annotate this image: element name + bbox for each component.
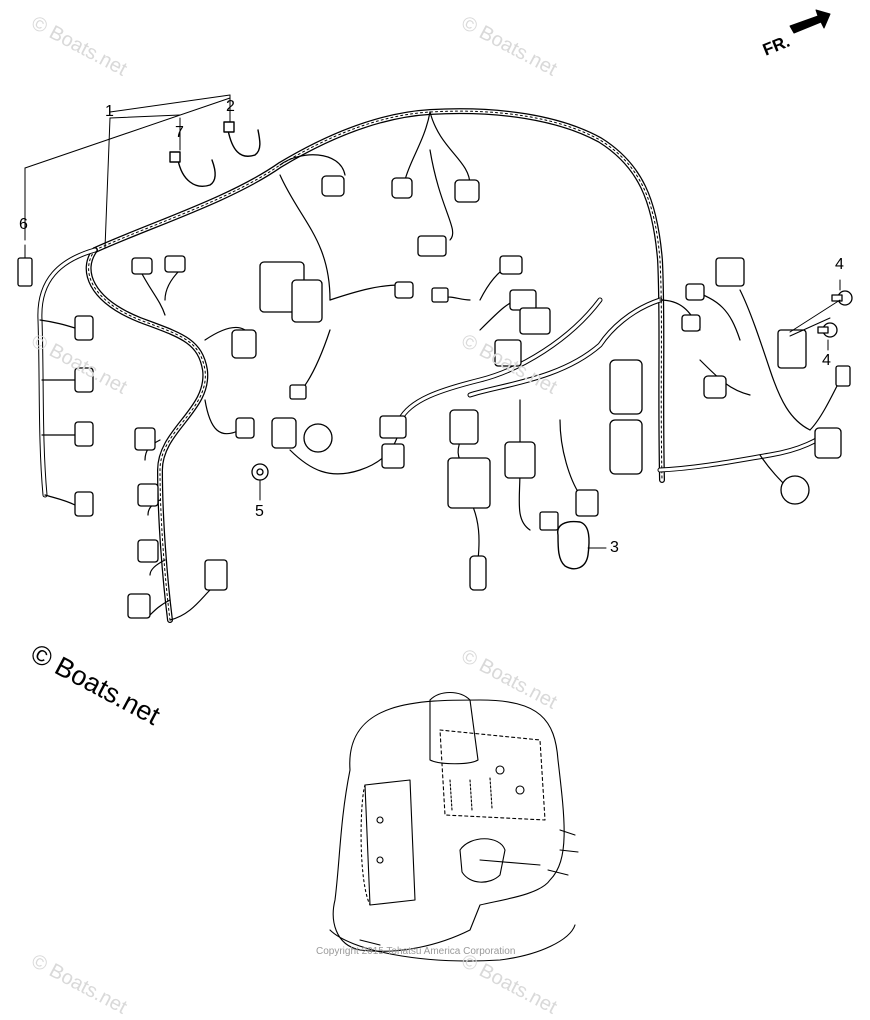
callout-5: 5 [255, 503, 264, 520]
leader-lines [24, 94, 841, 549]
callout-2: 2 [226, 98, 235, 115]
callout-4-lower: 4 [822, 352, 831, 369]
wiring-harness-diagram [17, 9, 853, 962]
callout-6: 6 [19, 216, 28, 233]
connectors [17, 175, 851, 619]
callout-3: 3 [610, 539, 619, 556]
callout-1: 1 [105, 103, 114, 120]
copyright-notice: Copyright 2015 Tohatsu America Corporati… [316, 946, 516, 957]
callout-7: 7 [175, 124, 184, 141]
callout-4-upper: 4 [835, 256, 844, 273]
front-direction-arrow [789, 9, 831, 34]
engine-reference-sketch [329, 691, 579, 962]
clamp-parts [169, 121, 261, 187]
bolts [251, 290, 853, 481]
cover-part [557, 520, 590, 570]
